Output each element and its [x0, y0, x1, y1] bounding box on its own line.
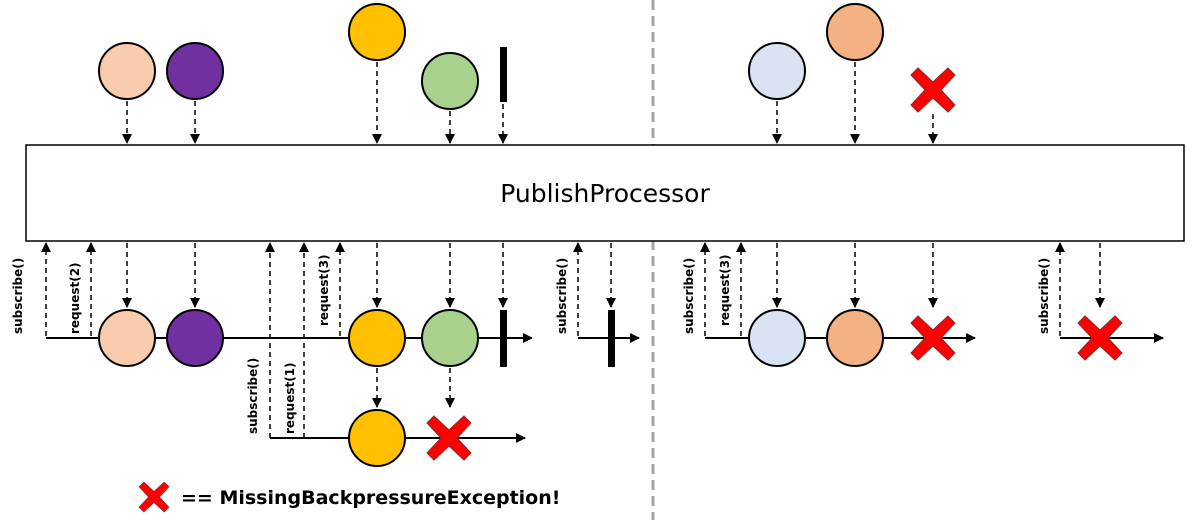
- sub3-complete-marker: [608, 310, 615, 367]
- sub1-marble-purple: [166, 309, 224, 367]
- subscribe-label-2: subscribe(): [246, 358, 260, 434]
- subscriber-2: subscribe() request(1): [246, 358, 526, 467]
- sub1-marble-peach: [98, 309, 156, 367]
- subscriber-5: subscribe(): [1037, 242, 1164, 361]
- input-marble-salmon: [826, 3, 884, 61]
- input-marble-purple: [166, 42, 224, 100]
- request1-label: request(1): [283, 362, 297, 434]
- subscribe-label-5: subscribe(): [1037, 258, 1051, 334]
- input-arrows: [122, 62, 938, 144]
- input-error-x: [910, 67, 956, 113]
- input-marble-gold: [348, 3, 406, 61]
- subscriber-3: subscribe(): [555, 242, 640, 367]
- input-marble-peach: [98, 42, 156, 100]
- subscriber-1: subscribe() request(2) request(3): [11, 242, 533, 438]
- subscribe-label-3: subscribe(): [555, 258, 569, 334]
- input-complete-marker: [500, 47, 507, 102]
- processor-label: PublishProcessor: [500, 179, 710, 208]
- request3-label: request(3): [317, 254, 331, 326]
- legend: == MissingBackpressureException!: [138, 481, 560, 513]
- sub1-marble-gold: [348, 309, 406, 367]
- subscribe-label-4: subscribe(): [682, 258, 696, 334]
- sub1-complete-marker: [500, 310, 507, 367]
- request2-label: request(2): [68, 262, 82, 334]
- sub4-marble-salmon: [826, 309, 884, 367]
- sub2-marble-gold: [348, 409, 406, 467]
- legend-text: == MissingBackpressureException!: [181, 487, 560, 509]
- processor-box: [25, 144, 1185, 242]
- subscribe-label-1: subscribe(): [11, 258, 25, 334]
- sub4-marble-lightblue: [748, 309, 806, 367]
- legend-error-x: [138, 481, 170, 513]
- sub1-marble-green: [421, 309, 479, 367]
- input-marble-lightblue: [748, 42, 806, 100]
- subscriber-4: subscribe() request(3): [682, 242, 976, 367]
- request3b-label: request(3): [718, 254, 732, 326]
- input-marble-green: [421, 52, 479, 110]
